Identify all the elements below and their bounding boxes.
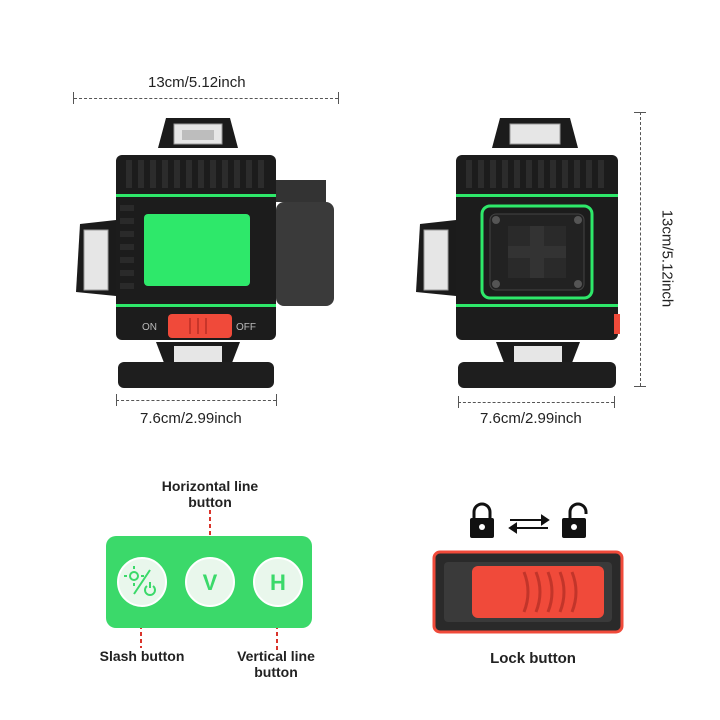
right-depth-label: 7.6cm/2.99inch (480, 410, 582, 427)
right-depth-tick-left (458, 396, 459, 408)
height-tick-bottom (634, 386, 646, 387)
switch-on-text: ON (142, 322, 157, 333)
right-depth-line (458, 402, 614, 403)
top-width-tick-left (73, 92, 74, 104)
laser-level-front-view (416, 118, 620, 388)
lock-closed-icon (470, 502, 494, 538)
lock-icons-row (470, 502, 588, 538)
switch-off-text: OFF (236, 322, 256, 333)
horizontal-line-button-label: Horizontal line button (161, 478, 259, 510)
laser-level-side-view: ON OFF (76, 118, 334, 388)
lock-open-icon (562, 502, 588, 538)
h-button-text: H (270, 570, 286, 595)
lock-button-label: Lock button (490, 650, 576, 667)
top-width-label: 13cm/5.12inch (148, 74, 246, 91)
slash-button-label: Slash button (99, 648, 185, 664)
v-button-text: V (203, 570, 218, 595)
lock-switch-detail (432, 550, 624, 634)
left-depth-tick-left (116, 394, 117, 406)
vertical-line-button-label: Vertical line button (237, 648, 315, 680)
control-panel-detail: V H (106, 510, 312, 650)
swap-arrows-icon (508, 514, 550, 534)
left-depth-tick-right (276, 394, 277, 406)
left-depth-label: 7.6cm/2.99inch (140, 410, 242, 427)
left-depth-line (116, 400, 276, 401)
top-width-line (74, 98, 338, 99)
top-width-tick-right (338, 92, 339, 104)
right-depth-tick-right (614, 396, 615, 408)
height-line (640, 112, 641, 386)
height-tick-top (634, 112, 646, 113)
height-label: 13cm/5.12inch (658, 209, 676, 308)
